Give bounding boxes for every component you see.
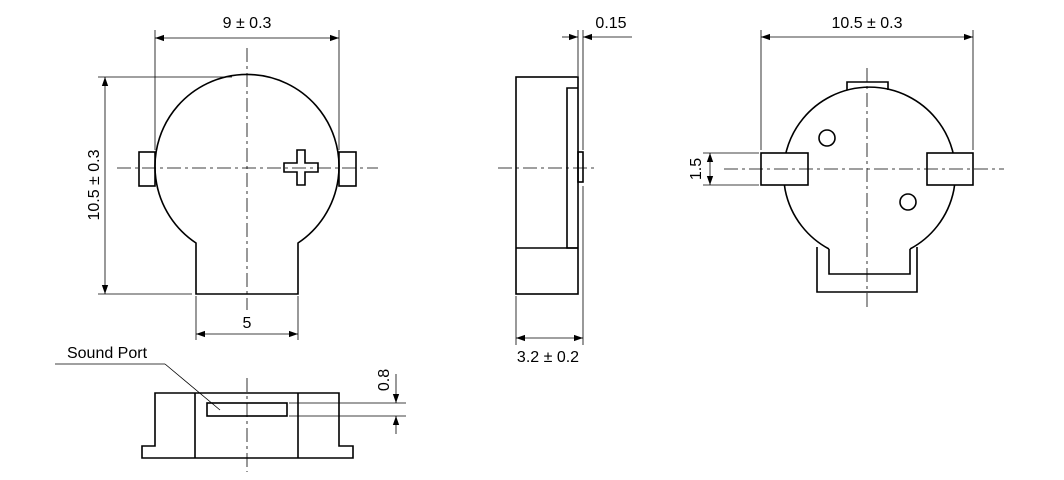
bottom-neck-inner [828,249,911,275]
side-view: 0.15 3.2 ± 0.2 [498,15,632,366]
side-tab [577,151,584,183]
mount-hole-upper [818,129,836,147]
top-view: 9 ± 0.3 10.5 ± 0.3 5 [86,15,378,340]
bottom-neck-outer [816,247,918,293]
right-tab [338,151,357,187]
height-dim-label: 10.5 ± 0.3 [86,149,103,220]
sound-port-leader [164,363,221,411]
plate-dim-label: 0.15 [595,15,626,32]
pin-dim-label: 1.5 [688,158,705,180]
front-view: Sound Port 0.8 [55,345,406,472]
polarity-plus-mark [283,149,319,186]
depth-dim-label: 3.2 ± 0.2 [517,349,579,366]
mount-hole-lower [899,193,917,211]
bw-dim-label: 10.5 ± 0.3 [831,15,902,32]
neck-dim-label: 5 [243,315,252,332]
bottom-top-notch [846,81,889,90]
side-body [515,76,579,295]
sound-port-label: Sound Port [67,345,148,362]
top-body-outline [154,73,340,295]
port-dim-label: 0.8 [376,369,393,391]
bottom-body-outline [782,86,957,250]
width-dim-label: 9 ± 0.3 [223,15,272,32]
front-outer-outline [141,392,354,459]
left-tab [138,151,156,187]
bottom-view: 10.5 ± 0.3 1.5 [688,15,1004,308]
